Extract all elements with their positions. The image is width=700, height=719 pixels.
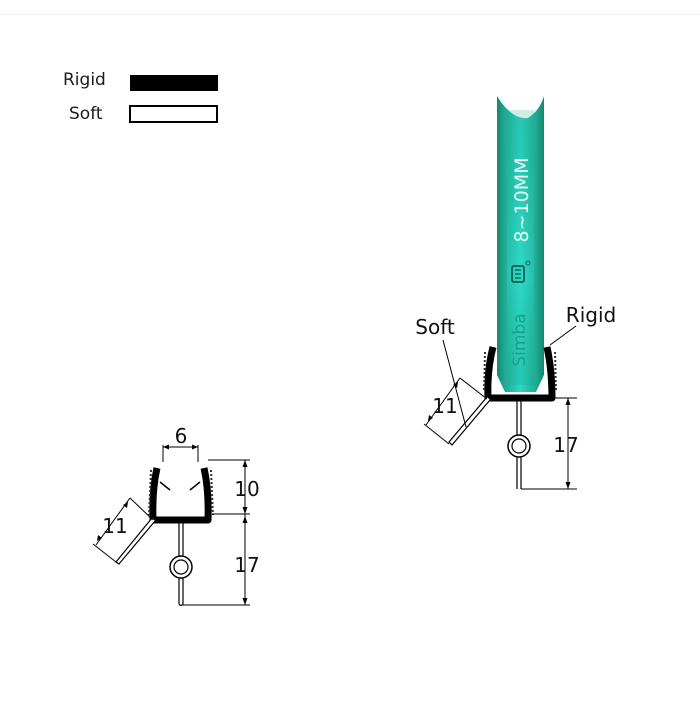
glass-brand-label: Simba: [510, 313, 530, 366]
left-soft-fuzz: [148, 469, 214, 516]
top-divider: [0, 14, 700, 15]
left-profile: 6 10 17 11: [92, 424, 260, 607]
right-rigid-channel: [484, 346, 556, 402]
right-stem: [516, 401, 522, 489]
left-dim-width: 6: [175, 424, 188, 448]
left-dim-stem: 17: [234, 553, 259, 577]
right-dim-fin: 11: [432, 394, 457, 418]
legend-swatch-soft: [129, 105, 218, 123]
legend-label-rigid: Rigid: [63, 70, 106, 90]
left-inner-fins: [159, 481, 201, 491]
legend-label-soft: Soft: [69, 104, 103, 124]
right-soft-fin: [448, 396, 491, 446]
left-stem: [178, 522, 184, 604]
left-rigid-channel: [149, 467, 212, 524]
right-profile: 8~10MM Simba Soft Rigid 11 1: [415, 96, 616, 490]
brand-logo-icon: [511, 260, 531, 283]
right-soft-fuzz: [483, 351, 557, 393]
right-dim-stem: 17: [553, 433, 578, 457]
glass-thickness-label: 8~10MM: [511, 158, 533, 243]
left-dim-lip-height: 10: [234, 477, 259, 501]
left-dim-fin: 11: [102, 514, 127, 538]
right-label-soft: Soft: [415, 315, 455, 339]
left-soft-fin: [115, 517, 156, 565]
right-label-rigid: Rigid: [566, 303, 616, 327]
legend-swatch-rigid: [130, 75, 218, 91]
